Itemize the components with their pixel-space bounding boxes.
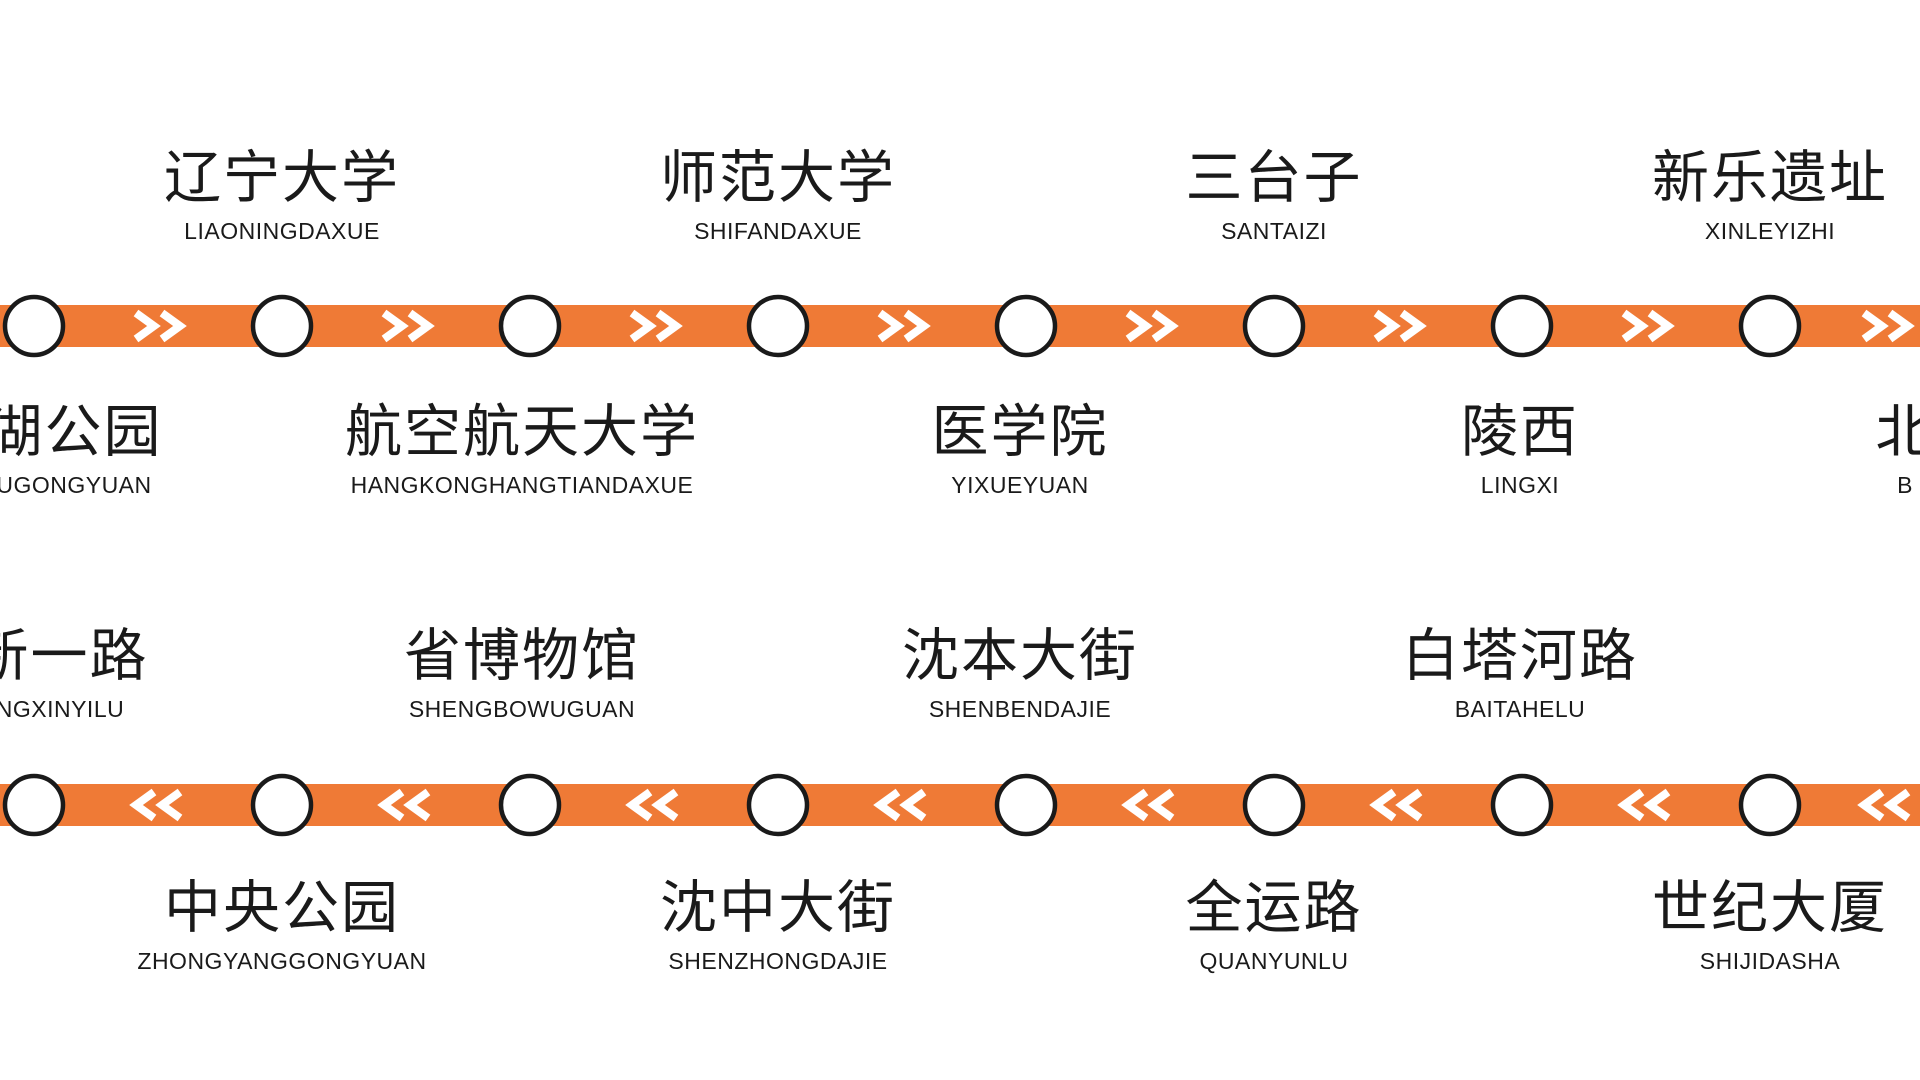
upper_row-track — [0, 305, 1920, 347]
station-label: 新一路 NGXINYILU — [0, 622, 270, 724]
lower_row-direction-arrow — [129, 788, 183, 822]
station-name-pinyin: YIXUEYUAN — [951, 472, 1089, 498]
station-name-cn: 辽宁大学 — [164, 145, 400, 211]
upper_row-station-marker[interactable] — [1242, 294, 1306, 358]
station-label: 三台子 SANTAIZI — [1064, 144, 1484, 246]
lower_row-station-marker[interactable] — [994, 773, 1058, 837]
upper_row-direction-arrow — [133, 309, 187, 343]
station-name-pinyin: SHIJIDASHA — [1699, 948, 1841, 974]
station-label: 世纪大厦 SHIJIDASHA — [1560, 874, 1920, 976]
station-name-cn: 中央公园 — [164, 875, 400, 941]
station-name-cn: 湖公园 — [0, 399, 163, 465]
upper_row-station-marker[interactable] — [2, 294, 66, 358]
upper_row-station-marker[interactable] — [250, 294, 314, 358]
lower_row-station-marker[interactable] — [1242, 773, 1306, 837]
station-label: 沈中大街 SHENZHONGDAJIE — [568, 874, 988, 976]
lower_row-station-marker[interactable] — [498, 773, 562, 837]
lower_row-station-marker[interactable] — [746, 773, 810, 837]
upper_row-station-marker[interactable] — [1490, 294, 1554, 358]
station-label: 省博物馆 SHENGBOWUGUAN — [312, 622, 732, 724]
station-name-cn: 师范大学 — [660, 145, 896, 211]
station-label: 航空航天大学 HANGKONGHANGTIANDAXUE — [312, 398, 732, 500]
lower_row-station-marker[interactable] — [1490, 773, 1554, 837]
lower_row-direction-arrow — [1121, 788, 1175, 822]
station-name-pinyin: SHENGBOWUGUAN — [408, 696, 636, 722]
station-name-pinyin: BAITAHELU — [1454, 696, 1586, 722]
upper_row-direction-arrow — [1621, 309, 1675, 343]
lower_row-station-marker[interactable] — [250, 773, 314, 837]
station-name-cn: 沈中大街 — [660, 875, 896, 941]
station-name-pinyin: SHIFANDAXUE — [694, 218, 862, 244]
station-label: 湖公园 UGONGYUAN — [0, 398, 284, 500]
upper_row-station-marker[interactable] — [498, 294, 562, 358]
lower_row-track — [0, 784, 1920, 826]
station-label: 中央公园 ZHONGYANGGONGYUAN — [72, 874, 492, 976]
lower_row-direction-arrow — [873, 788, 927, 822]
station-name-cn: 白塔河路 — [1402, 623, 1638, 689]
station-name-cn: 北 — [1875, 399, 1920, 465]
station-name-pinyin: XINLEYIZHI — [1704, 218, 1836, 244]
station-label: 辽宁大学 LIAONINGDAXUE — [72, 144, 492, 246]
station-name-cn: 三台子 — [1185, 145, 1363, 211]
station-name-pinyin: LINGXI — [1480, 472, 1560, 498]
station-label: 医学院 YIXUEYUAN — [810, 398, 1230, 500]
station-name-pinyin: HANGKONGHANGTIANDAXUE — [350, 472, 694, 498]
station-name-pinyin: QUANYUNLU — [1199, 948, 1349, 974]
lower_row-direction-arrow — [625, 788, 679, 822]
lower_row-direction-arrow — [1857, 788, 1911, 822]
station-name-pinyin: NGXINYILU — [0, 696, 125, 722]
station-label: 陵西 LINGXI — [1310, 398, 1730, 500]
station-label: 沈本大街 SHENBENDAJIE — [810, 622, 1230, 724]
lower_row-direction-arrow — [1617, 788, 1671, 822]
station-name-cn: 全运路 — [1185, 875, 1363, 941]
station-name-cn: 沈本大街 — [902, 623, 1138, 689]
upper_row-station-marker[interactable] — [994, 294, 1058, 358]
station-name-cn: 省博物馆 — [404, 623, 640, 689]
station-name-pinyin: SANTAIZI — [1221, 218, 1327, 244]
station-name-cn: 陵西 — [1461, 399, 1579, 465]
upper_row-direction-arrow — [629, 309, 683, 343]
station-name-pinyin: LIAONINGDAXUE — [184, 218, 380, 244]
station-name-cn: 航空航天大学 — [345, 399, 699, 465]
station-name-pinyin: UGONGYUAN — [0, 472, 152, 498]
station-name-cn: 新乐遗址 — [1652, 145, 1888, 211]
station-name-pinyin: ZHONGYANGGONGYUAN — [137, 948, 427, 974]
upper_row-direction-arrow — [1373, 309, 1427, 343]
upper_row-station-marker[interactable] — [746, 294, 810, 358]
upper_row-station-marker[interactable] — [1738, 294, 1802, 358]
upper_row-direction-arrow — [877, 309, 931, 343]
station-name-cn: 医学院 — [931, 399, 1109, 465]
upper_row-direction-arrow — [1861, 309, 1915, 343]
lower_row-direction-arrow — [377, 788, 431, 822]
upper_row-direction-arrow — [381, 309, 435, 343]
station-label: 师范大学 SHIFANDAXUE — [568, 144, 988, 246]
station-label: 全运路 QUANYUNLU — [1064, 874, 1484, 976]
station-name-cn: 世纪大厦 — [1652, 875, 1888, 941]
station-name-cn: 新一路 — [0, 623, 149, 689]
upper_row-direction-arrow — [1125, 309, 1179, 343]
station-name-pinyin: SHENBENDAJIE — [928, 696, 1112, 722]
station-name-pinyin: SHENZHONGDAJIE — [668, 948, 888, 974]
station-label: 白塔河路 BAITAHELU — [1310, 622, 1730, 724]
station-name-pinyin: B — [1897, 472, 1913, 498]
lower_row-station-marker[interactable] — [2, 773, 66, 837]
lower_row-direction-arrow — [1369, 788, 1423, 822]
station-label: 新乐遗址 XINLEYIZHI — [1560, 144, 1920, 246]
lower_row-station-marker[interactable] — [1738, 773, 1802, 837]
